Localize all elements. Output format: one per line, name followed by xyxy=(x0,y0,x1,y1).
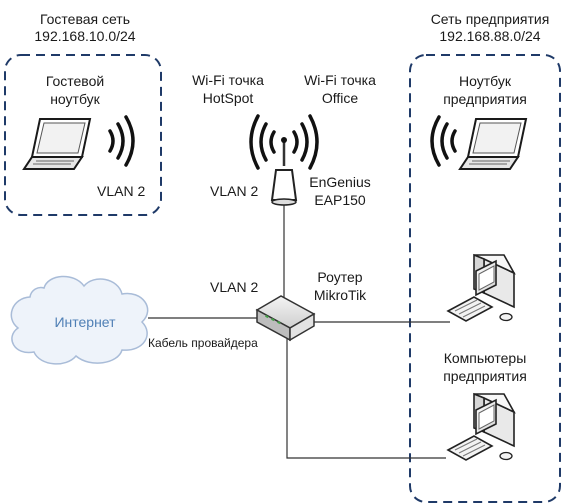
guest-network-subnet: 192.168.10.0/24 xyxy=(34,28,136,44)
router-vlan-label: VLAN 2 xyxy=(210,279,259,295)
guest-vlan-label: VLAN 2 xyxy=(97,183,146,199)
enterprise-network-subnet: 192.168.88.0/24 xyxy=(439,28,541,44)
guest-network-title: Гостевая сеть xyxy=(39,11,131,27)
router-name-line1: Роутер xyxy=(317,269,363,285)
enterprise-laptop-label-line2: предприятия xyxy=(443,91,527,107)
enterprise-computers-label-line1: Компьютеры xyxy=(443,350,527,366)
internet-label: Интернет xyxy=(54,314,116,330)
enterprise-laptop-label-line1: Ноутбук xyxy=(459,73,511,89)
router-to-pc2-cable xyxy=(286,336,446,459)
access-point-vlan-label: VLAN 2 xyxy=(210,183,259,199)
office-ssid-label-line2: Office xyxy=(321,90,359,106)
guest-wifi-signal-icon xyxy=(108,115,135,167)
enterprise-desktop-icon xyxy=(446,392,516,461)
guest-laptop-label-line2: ноутбук xyxy=(50,91,100,107)
access-point-signal-icon xyxy=(249,114,319,170)
mikrotik-router-icon xyxy=(255,295,316,342)
router-name-line2: MikroTik xyxy=(313,287,367,303)
access-point-model-line1: EnGenius xyxy=(309,174,371,190)
provider-cable-label: Кабель провайдера xyxy=(148,336,258,350)
office-ssid-label-line1: Wi-Fi точка xyxy=(304,72,376,88)
guest-network-zone xyxy=(4,54,162,216)
hotspot-label-line2: HotSpot xyxy=(202,90,254,106)
internet-cloud xyxy=(10,275,149,365)
guest-laptop-label-line1: Гостевой xyxy=(45,73,105,89)
enterprise-desktop-icon xyxy=(446,253,516,322)
enterprise-network-title: Сеть предприятия xyxy=(430,11,550,27)
hotspot-label-line1: Wi-Fi точка xyxy=(192,72,264,88)
enterprise-wifi-signal-icon xyxy=(430,115,457,167)
enterprise-network-zone xyxy=(409,54,561,503)
enterprise-laptop-icon xyxy=(458,118,528,170)
wifi-access-point-icon xyxy=(270,140,298,206)
enterprise-computers-label-line2: предприятия xyxy=(443,368,527,384)
guest-laptop-icon xyxy=(22,118,92,170)
access-point-model-line2: EAP150 xyxy=(314,192,366,208)
